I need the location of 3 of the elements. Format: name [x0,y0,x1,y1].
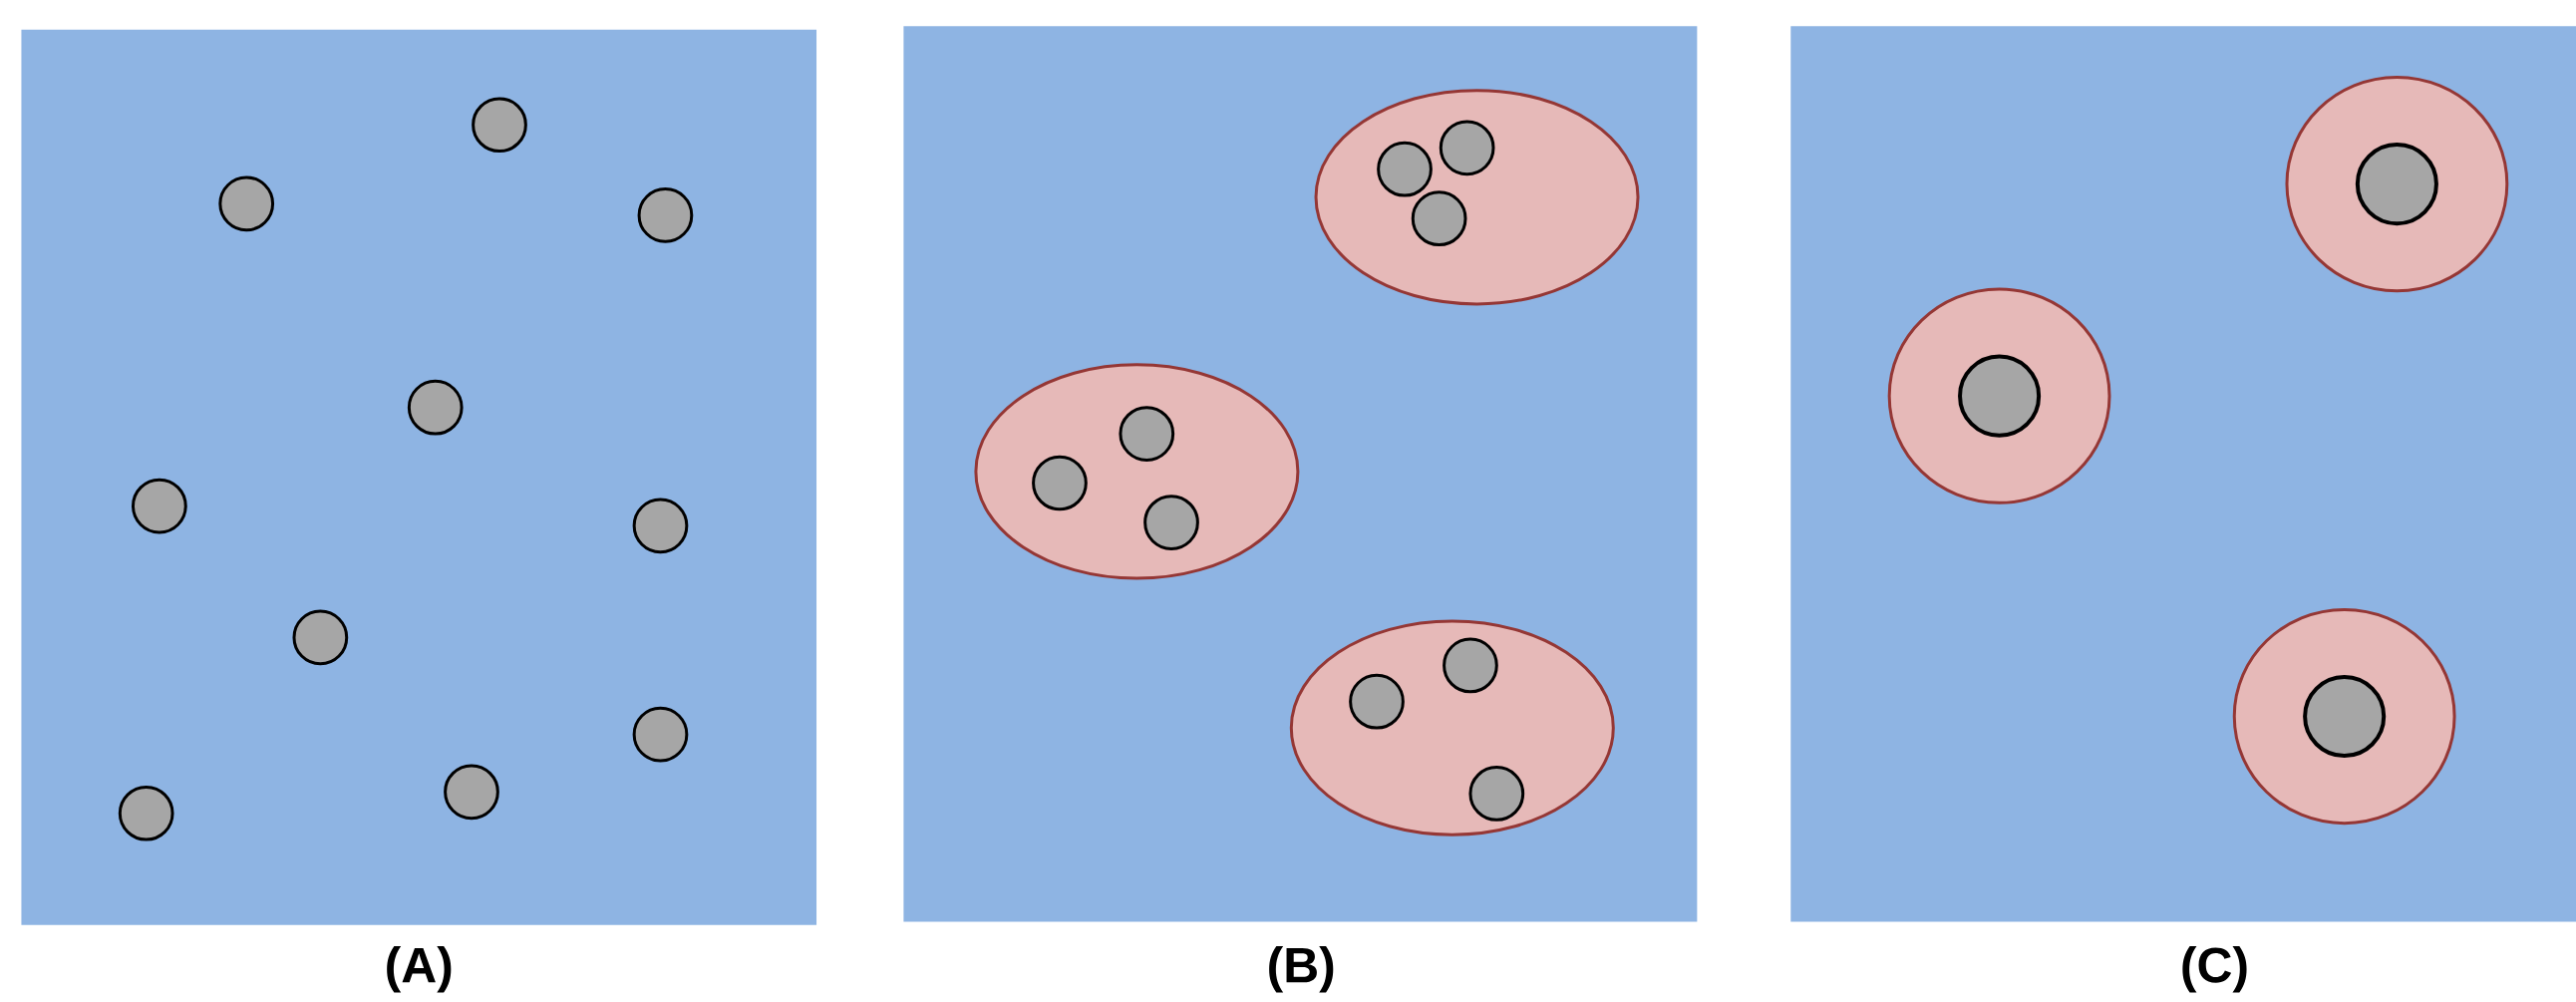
panel-label: (B) [1269,945,1334,993]
panel-label: (A) [387,945,452,993]
panel-label: (C) [2182,945,2247,993]
